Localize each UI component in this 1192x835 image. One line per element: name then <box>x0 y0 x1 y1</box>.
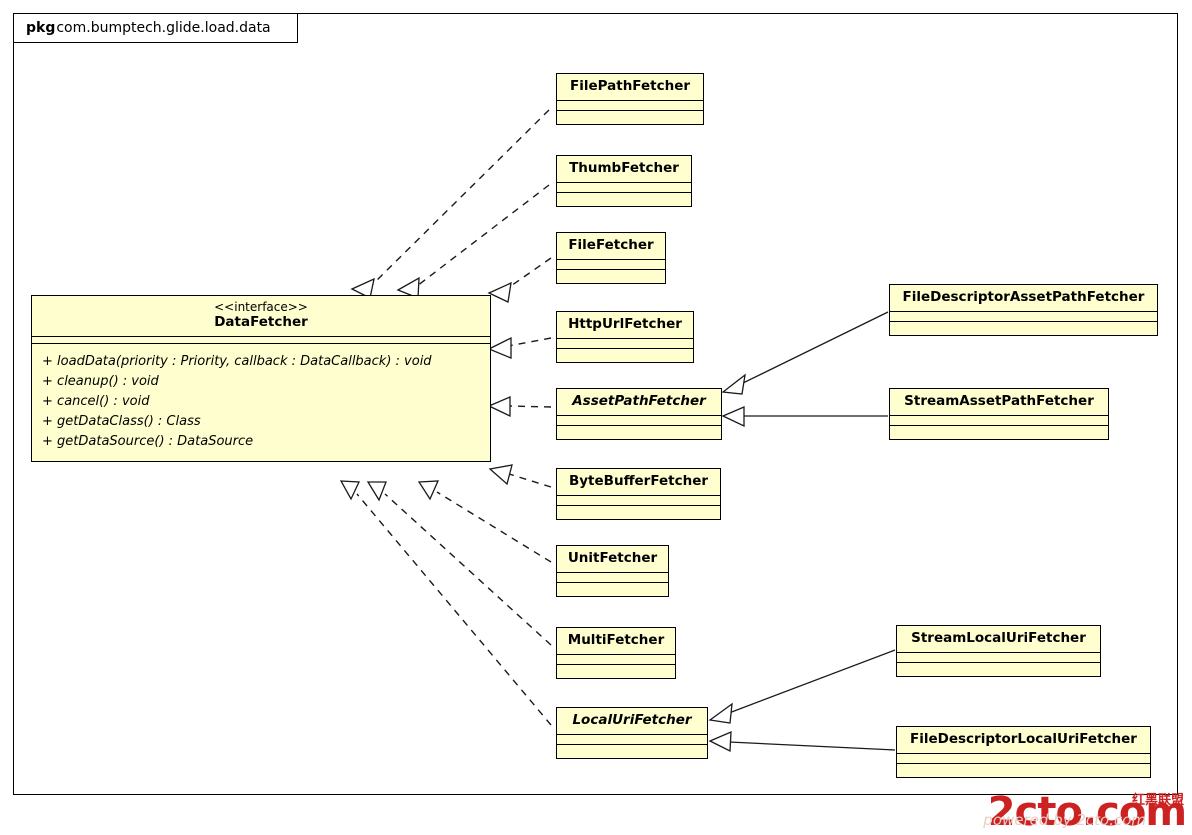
class-header-unitfetcher: UnitFetcher <box>557 546 668 573</box>
member-row: + cleanup() : void <box>42 372 480 392</box>
class-name-unitfetcher: UnitFetcher <box>567 550 658 566</box>
watermark-cn-text: 红黑联盟 <box>1131 793 1184 808</box>
member-signature: loadData(priority : Priority, callback :… <box>57 354 432 370</box>
member-signature: cleanup() : void <box>57 374 159 390</box>
member-signature: getDataClass() : Class <box>57 413 201 429</box>
class-operations-compartment <box>557 193 691 206</box>
class-attributes-compartment-datafetcher <box>32 337 490 345</box>
class-header-bytebufferfetcher: ByteBufferFetcher <box>557 469 720 496</box>
class-box-httpurlfetcher[interactable]: HttpUrlFetcher <box>556 311 694 363</box>
class-name-bytebufferfetcher: ByteBufferFetcher <box>568 473 709 489</box>
class-attributes-compartment <box>557 496 720 506</box>
class-attributes-compartment <box>557 260 665 270</box>
class-header-multifetcher: MultiFetcher <box>557 628 675 655</box>
class-box-filefetcher[interactable]: FileFetcher <box>556 232 666 284</box>
member-row: + getDataClass() : Class <box>42 412 480 432</box>
class-box-filepathfetcher[interactable]: FilePathFetcher <box>556 73 704 125</box>
class-operations-compartment <box>557 506 720 519</box>
watermark-sub-text: powered by 2cto.com <box>983 811 1146 829</box>
class-header-streamassetpathfetcher: StreamAssetPathFetcher <box>890 389 1108 416</box>
class-attributes-compartment <box>897 653 1100 663</box>
class-name-streamassetpathfetcher: StreamAssetPathFetcher <box>904 393 1094 409</box>
class-attributes-compartment <box>557 655 675 665</box>
class-attributes-compartment <box>890 416 1108 426</box>
class-name-httpurlfetcher: HttpUrlFetcher <box>568 316 682 332</box>
member-row: + loadData(priority : Priority, callback… <box>42 352 480 372</box>
package-name: com.bumptech.glide.load.data <box>56 20 271 36</box>
member-visibility: + <box>42 413 53 429</box>
member-signature: cancel() : void <box>57 394 150 410</box>
class-name-thumbfetcher: ThumbFetcher <box>569 160 679 176</box>
class-header-assetpathfetcher: AssetPathFetcher <box>557 389 721 416</box>
class-header-streamlocalurifetcher: StreamLocalUriFetcher <box>897 626 1100 653</box>
member-row: + getDataSource() : DataSource <box>42 432 480 452</box>
class-name-assetpathfetcher: AssetPathFetcher <box>572 393 706 409</box>
class-box-filedescriptorassetpathfetcher[interactable]: FileDescriptorAssetPathFetcher <box>889 284 1158 336</box>
class-box-assetpathfetcher[interactable]: AssetPathFetcher <box>556 388 722 440</box>
class-operations-compartment <box>890 322 1157 335</box>
watermark: 2cto.com 红黑联盟 powered by 2cto.com <box>983 789 1187 835</box>
class-name-filedescriptorassetpathfetcher: FileDescriptorAssetPathFetcher <box>902 289 1145 305</box>
member-visibility: + <box>42 433 53 449</box>
class-attributes-compartment <box>557 416 721 426</box>
class-header-filedescriptorassetpathfetcher: FileDescriptorAssetPathFetcher <box>890 285 1157 312</box>
class-header-filedescriptorlocalurifetcher: FileDescriptorLocalUriFetcher <box>897 727 1150 754</box>
package-keyword: pkg <box>26 20 56 36</box>
class-operations-compartment <box>897 663 1100 676</box>
class-operations-compartment <box>557 111 703 124</box>
class-box-streamassetpathfetcher[interactable]: StreamAssetPathFetcher <box>889 388 1109 440</box>
class-operations-compartment <box>890 426 1108 439</box>
class-operations-compartment <box>557 270 665 283</box>
class-box-bytebufferfetcher[interactable]: ByteBufferFetcher <box>556 468 721 520</box>
class-operations-compartment <box>897 764 1150 777</box>
class-attributes-compartment <box>557 339 693 349</box>
class-operations-compartment <box>557 583 668 596</box>
class-header-localurifetcher: LocalUriFetcher <box>557 708 707 735</box>
class-name-localurifetcher: LocalUriFetcher <box>572 712 692 728</box>
class-name-multifetcher: MultiFetcher <box>567 632 665 648</box>
member-visibility: + <box>42 394 53 410</box>
class-attributes-compartment <box>557 573 668 583</box>
class-header-httpurlfetcher: HttpUrlFetcher <box>557 312 693 339</box>
member-signature: getDataSource() : DataSource <box>57 433 254 449</box>
class-attributes-compartment <box>897 754 1150 764</box>
class-attributes-compartment <box>557 101 703 111</box>
class-attributes-compartment <box>557 735 707 745</box>
class-box-unitfetcher[interactable]: UnitFetcher <box>556 545 669 597</box>
class-box-multifetcher[interactable]: MultiFetcher <box>556 627 676 679</box>
class-name-filefetcher: FileFetcher <box>568 237 654 253</box>
class-stereotype: <<interface>> <box>214 300 308 314</box>
class-box-streamlocalurifetcher[interactable]: StreamLocalUriFetcher <box>896 625 1101 677</box>
class-header-filepathfetcher: FilePathFetcher <box>557 74 703 101</box>
class-operations-compartment <box>557 349 693 362</box>
class-operations-compartment <box>557 426 721 439</box>
class-operations-compartment <box>557 665 675 678</box>
class-name-streamlocalurifetcher: StreamLocalUriFetcher <box>911 630 1086 646</box>
class-attributes-compartment <box>557 183 691 193</box>
class-box-filedescriptorlocalurifetcher[interactable]: FileDescriptorLocalUriFetcher <box>896 726 1151 778</box>
class-header-filefetcher: FileFetcher <box>557 233 665 260</box>
class-header-datafetcher: <<interface>> DataFetcher <box>32 296 490 338</box>
package-frame <box>13 13 1178 795</box>
class-name-filepathfetcher: FilePathFetcher <box>569 78 691 94</box>
member-visibility: + <box>42 374 53 390</box>
class-operations-compartment <box>557 745 707 758</box>
member-row: + cancel() : void <box>42 392 480 412</box>
class-attributes-compartment <box>890 312 1157 322</box>
class-name-filedescriptorlocalurifetcher: FileDescriptorLocalUriFetcher <box>910 731 1137 747</box>
class-name-datafetcher: DataFetcher <box>214 314 308 331</box>
class-operations-compartment-datafetcher: + loadData(priority : Priority, callback… <box>32 344 490 460</box>
class-box-datafetcher[interactable]: <<interface>> DataFetcher + loadData(pri… <box>31 295 491 462</box>
package-label: pkg com.bumptech.glide.load.data <box>13 13 298 43</box>
member-visibility: + <box>42 354 53 370</box>
class-box-localurifetcher[interactable]: LocalUriFetcher <box>556 707 708 759</box>
class-header-thumbfetcher: ThumbFetcher <box>557 156 691 183</box>
class-box-thumbfetcher[interactable]: ThumbFetcher <box>556 155 692 207</box>
watermark-text: 2cto.com <box>987 789 1187 835</box>
